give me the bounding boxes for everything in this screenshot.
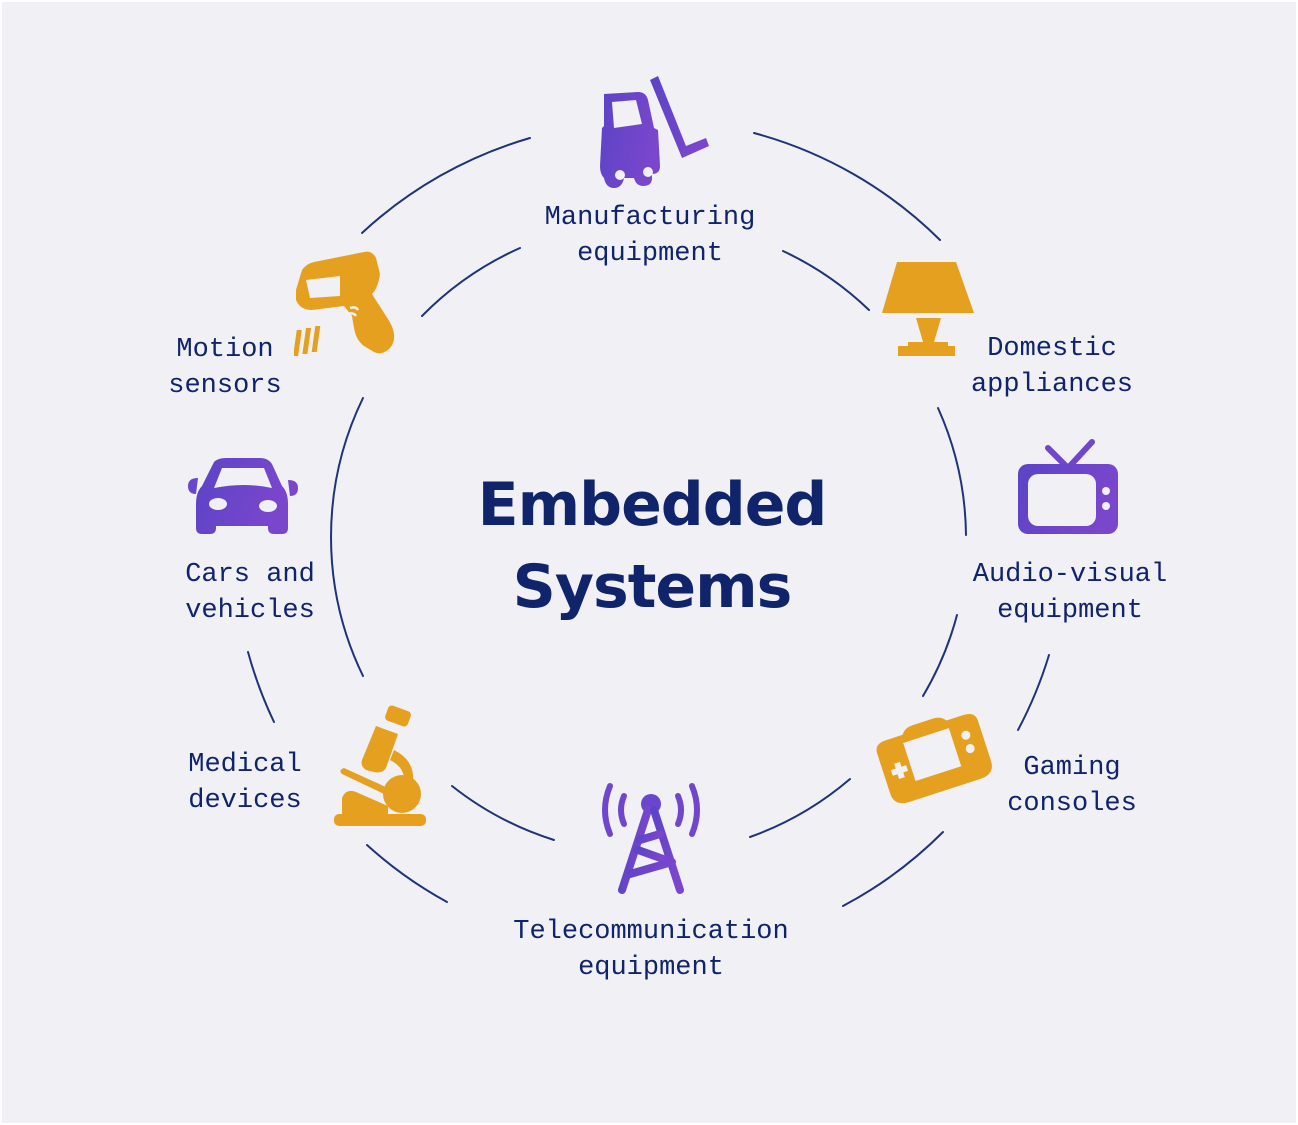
inner-arc-bottom-right [749, 778, 851, 838]
game-console-icon [876, 713, 992, 804]
lamp-icon [882, 262, 974, 356]
inner-arc-right-lower [922, 614, 958, 697]
title-line-1: Embedded [477, 470, 828, 540]
tv-icon [1018, 439, 1118, 534]
label-domestic-appliances: Domestic appliances [970, 334, 1134, 400]
forklift-icon [600, 76, 709, 188]
inner-arc-bottom-left [451, 785, 555, 841]
barcode-scanner-icon [294, 251, 395, 356]
outer-arc-left [247, 651, 275, 723]
outer-arc-top-left [361, 137, 531, 234]
outer-arc-bottom-left [366, 844, 448, 903]
inner-arc-top-left [421, 247, 521, 317]
title-line-2: Systems [512, 552, 793, 622]
label-medical-devices: Medical devices [188, 750, 302, 816]
label-cars-and-vehicles: Cars and vehicles [185, 560, 315, 626]
inner-arc-right-upper [937, 407, 967, 536]
label-audio-visual-equipment: Audio-visual equipment [972, 560, 1168, 626]
microscope-icon [334, 705, 426, 826]
outer-arc-right [1017, 654, 1050, 731]
diagram-title: Embedded Systems [402, 464, 902, 628]
outer-arc-bottom-right [842, 831, 944, 907]
inner-arc-left [330, 397, 364, 677]
inner-arc-top-right [782, 250, 870, 311]
radio-tower-icon [602, 783, 700, 894]
car-icon [188, 458, 298, 534]
label-telecommunication-equipment: Telecommunication equipment [513, 917, 789, 983]
label-manufacturing-equipment: Manufacturing equipment [544, 203, 756, 269]
outer-arc-top-right [753, 132, 941, 241]
label-gaming-consoles: Gaming consoles [1007, 753, 1137, 819]
label-motion-sensors: Motion sensors [168, 335, 282, 401]
